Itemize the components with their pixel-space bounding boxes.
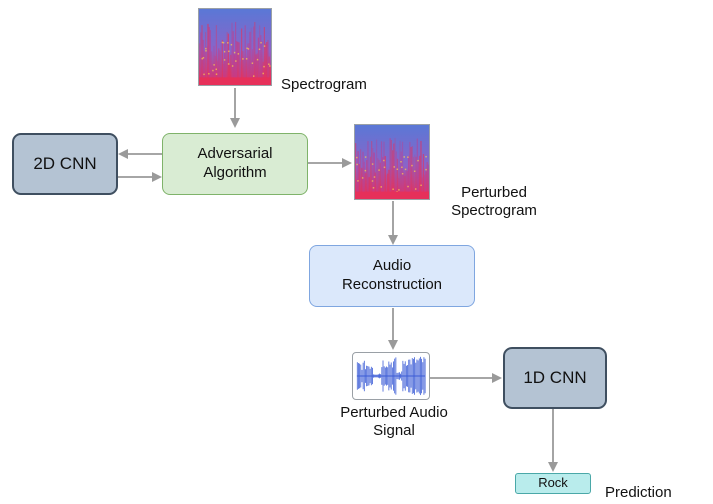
1d-cnn-box: 1D CNN (503, 347, 607, 409)
perturbed-audio-signal-caption: Perturbed Audio Signal (340, 404, 448, 439)
audio-reconstruction-box: Audio Reconstruction (309, 245, 475, 307)
prediction-caption: Prediction (605, 484, 672, 501)
rock-prediction-box: Rock (515, 473, 591, 494)
audio-waveform-image (352, 352, 430, 400)
perturbed-spectrogram-caption: Perturbed Spectrogram (451, 184, 537, 219)
perturbed-spectrogram-image (354, 124, 430, 200)
spectrogram-image (198, 8, 272, 86)
rock-label: Rock (538, 475, 568, 491)
1d-cnn-label: 1D CNN (523, 368, 587, 388)
2d-cnn-box: 2D CNN (12, 133, 118, 195)
adversarial-algorithm-label: Adversarial Algorithm (197, 145, 273, 181)
2d-cnn-label: 2D CNN (33, 154, 97, 174)
audio-reconstruction-label: Audio Reconstruction (341, 257, 443, 293)
spectrogram-caption: Spectrogram (281, 76, 367, 93)
adversarial-algorithm-box: Adversarial Algorithm (162, 133, 308, 195)
